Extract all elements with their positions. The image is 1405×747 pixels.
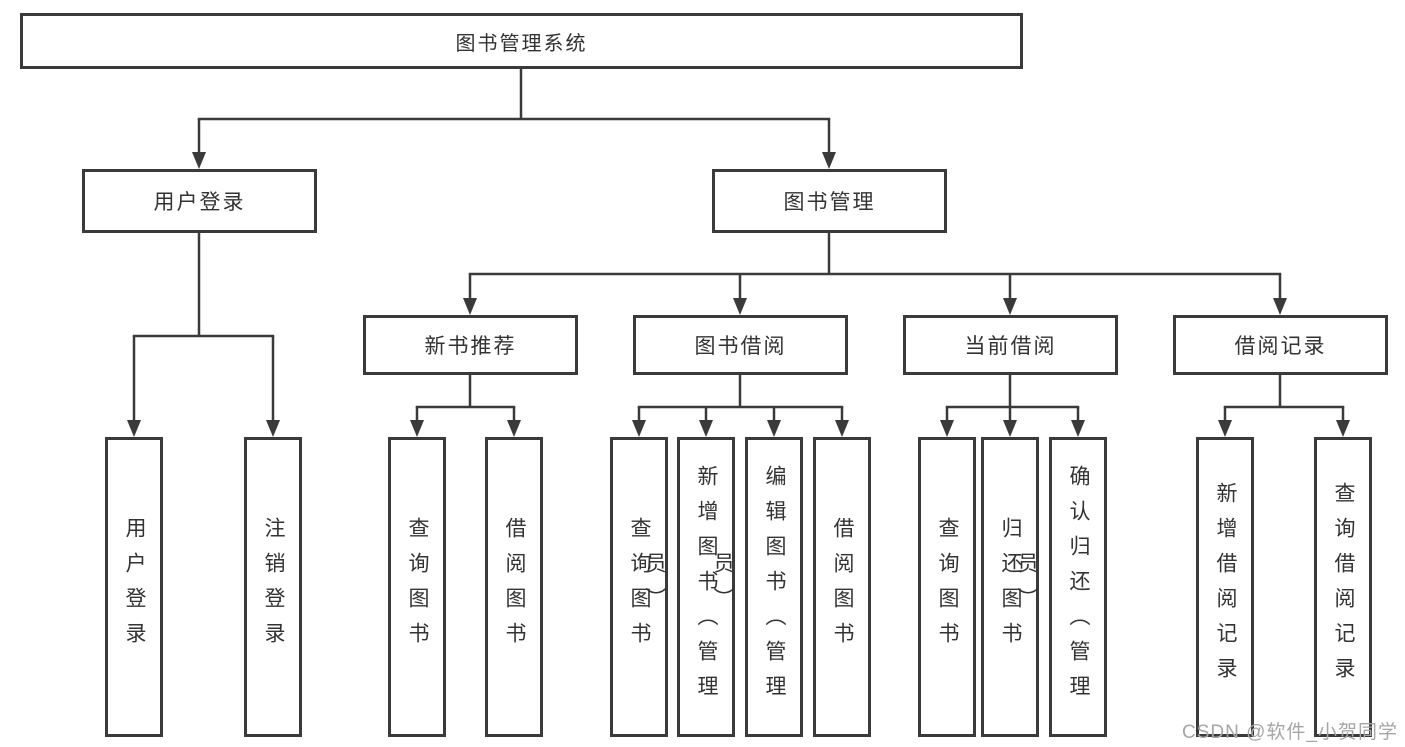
leaf-query-books-current: 查询图书 <box>918 437 976 737</box>
leaf-add-borrow-record: 新增借阅记录 <box>1196 437 1254 737</box>
leaf-add-books-admin: 新增图书（管理员） <box>643 437 735 737</box>
leaf-query-borrow-record: 查询借阅记录 <box>1314 437 1372 737</box>
leaf-user-login: 用户登录 <box>105 437 163 737</box>
node-current-borrowing: 当前借阅 <box>903 315 1118 375</box>
leaf-return-books: 归还图书 <box>981 437 1039 737</box>
node-user-login: 用户登录 <box>82 169 317 233</box>
leaf-confirm-return-admin: 确认归还（管理员） <box>1015 437 1107 737</box>
csdn-watermark: CSDN @软件_小贺同学 <box>1182 722 1398 743</box>
leaf-borrow-books-recommend: 借阅图书 <box>485 437 543 737</box>
node-book-borrowing: 图书借阅 <box>633 315 848 375</box>
node-library-management-system: 图书管理系统 <box>20 13 1023 69</box>
leaf-logout: 注销登录 <box>244 437 302 737</box>
leaf-query-books-recommend: 查询图书 <box>388 437 446 737</box>
node-borrowing-records: 借阅记录 <box>1173 315 1388 375</box>
node-new-book-recommend: 新书推荐 <box>363 315 578 375</box>
leaf-edit-books-admin: 编辑图书（管理员） <box>711 437 803 737</box>
node-book-management: 图书管理 <box>712 169 947 233</box>
leaf-query-books-borrowing: 查询图书 <box>610 437 668 737</box>
leaf-borrow-books-borrowing: 借阅图书 <box>813 437 871 737</box>
